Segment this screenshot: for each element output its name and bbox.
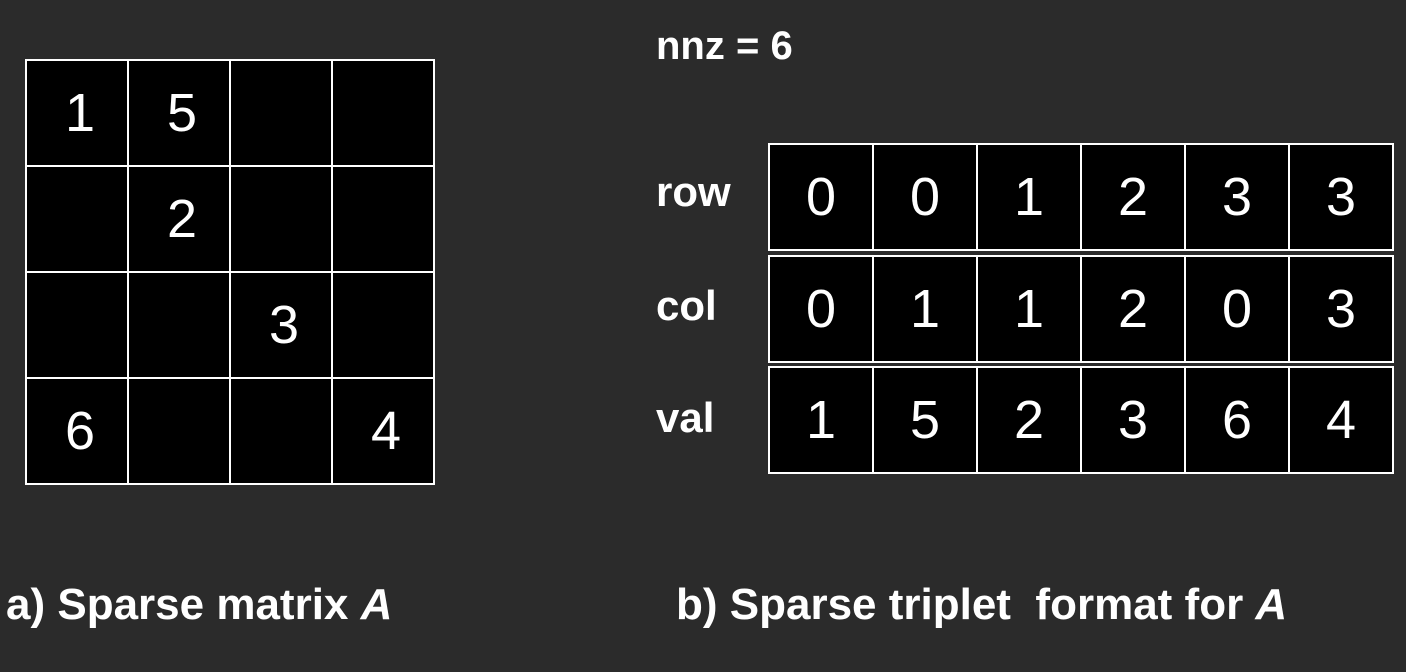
nnz-label: nnz = 6 [656, 24, 793, 68]
matrix-cell [331, 165, 435, 273]
row-array-label: row [656, 168, 731, 215]
array-cell: 1 [874, 257, 978, 361]
array-cell: 3 [1325, 279, 1357, 339]
matrix-cell: 3 [229, 271, 333, 379]
caption-a: a) Sparse matrix A [6, 580, 392, 630]
array-cell: 6 [1186, 368, 1290, 472]
value-array: 1 5 2 3 6 4 [768, 366, 1394, 474]
matrix-row: 1 5 [25, 59, 435, 167]
array-cell: 3 [1082, 368, 1186, 472]
array-cell: 3 [1186, 145, 1290, 249]
caption-a-text: a) Sparse matrix [6, 580, 361, 629]
matrix-cell: 4 [331, 377, 435, 485]
array-cell: 4 [1325, 390, 1357, 450]
caption-b-text: b) Sparse triplet format for [676, 580, 1256, 629]
matrix-cell: 1 [25, 59, 129, 167]
array-cell: 3 [1325, 167, 1357, 227]
caption-a-variable: A [360, 580, 393, 629]
array-cell: 2 [978, 368, 1082, 472]
matrix-row: 3 [25, 271, 435, 379]
array-cell: 0 [770, 257, 874, 361]
col-array-label: col [656, 282, 717, 329]
matrix-cell: 5 [127, 59, 231, 167]
matrix-cell [25, 165, 129, 273]
array-cell: 1 [978, 145, 1082, 249]
matrix-cell [229, 165, 333, 273]
matrix-cell [127, 377, 231, 485]
sparse-matrix-a: 1 5 2 3 6 4 [25, 59, 435, 485]
array-cell: 1 [978, 257, 1082, 361]
array-cell: 0 [874, 145, 978, 249]
matrix-cell [331, 271, 435, 379]
array-cell: 5 [874, 368, 978, 472]
matrix-cell [229, 377, 333, 485]
row-index-array: 0 0 1 2 3 3 [768, 143, 1394, 251]
val-array-label: val [656, 394, 715, 441]
array-cell: 1 [770, 368, 874, 472]
matrix-row: 6 4 [25, 377, 435, 485]
caption-b-variable: A [1255, 580, 1288, 629]
matrix-cell [127, 271, 231, 379]
matrix-cell [25, 271, 129, 379]
matrix-cell [331, 59, 435, 167]
matrix-cell: 6 [25, 377, 129, 485]
caption-b: b) Sparse triplet format for A [676, 580, 1287, 630]
array-cell: 2 [1082, 145, 1186, 249]
array-cell: 0 [1186, 257, 1290, 361]
matrix-row: 2 [25, 165, 435, 273]
array-cell: 0 [770, 145, 874, 249]
col-index-array: 0 1 1 2 0 3 [768, 255, 1394, 363]
matrix-cell: 2 [127, 165, 231, 273]
matrix-cell [229, 59, 333, 167]
array-cell: 2 [1082, 257, 1186, 361]
